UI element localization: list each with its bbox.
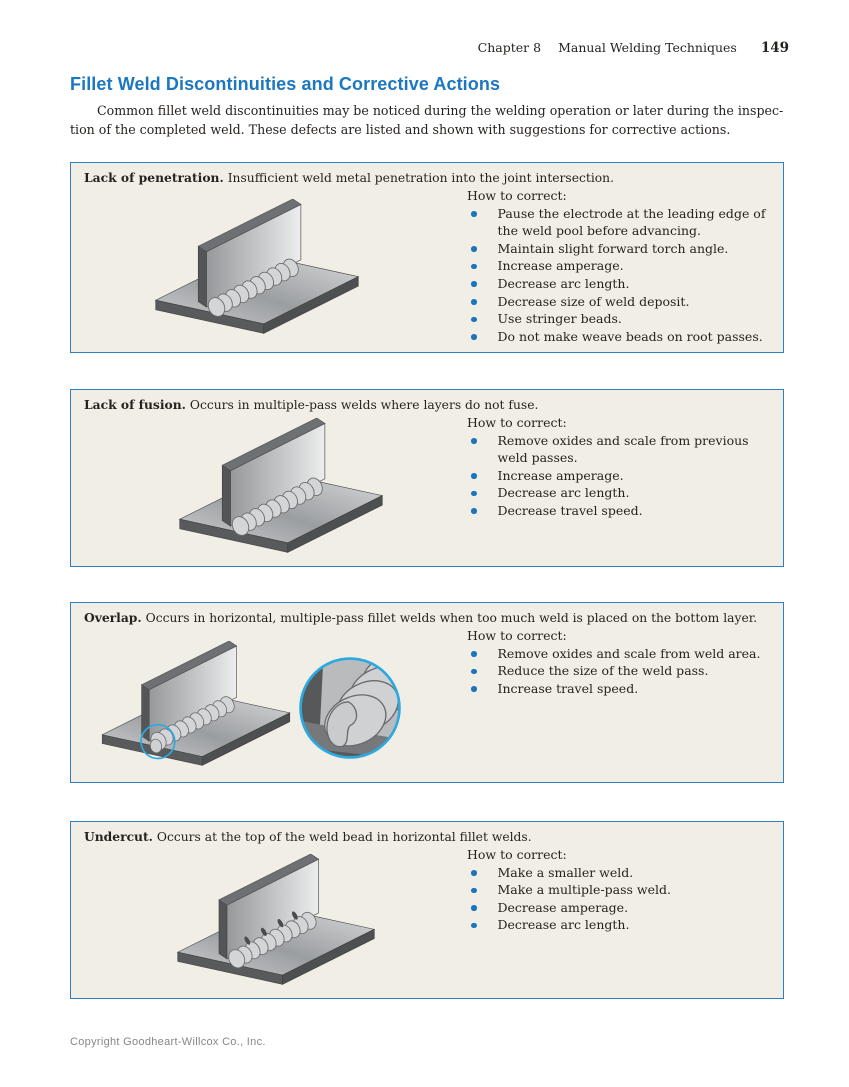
bullet-dot-icon xyxy=(471,870,477,876)
copyright-notice: Copyright Goodheart-Willcox Co., Inc. xyxy=(70,1036,266,1048)
bullet-dot-icon xyxy=(471,299,477,305)
t-joint-weld-illustration xyxy=(149,198,365,338)
corrections-list: Make a smaller weld. Make a multiple-pass… xyxy=(467,864,769,934)
defect-term-line: Lack of fusion. Occurs in multiple-pass … xyxy=(71,390,783,414)
panel-undercut: Undercut. Occurs at the top of the weld … xyxy=(70,821,784,999)
correction-item: Increase amperage. xyxy=(467,467,769,485)
bullet-dot-icon xyxy=(471,668,477,675)
correction-text: Decrease arc length. xyxy=(497,275,630,291)
defect-term: Lack of penetration. xyxy=(84,170,224,185)
bullet-dot-icon xyxy=(471,281,477,287)
bullet-dot-icon xyxy=(471,473,477,479)
correction-text: Increase amperage. xyxy=(497,258,624,274)
correction-item: Decrease amperage. xyxy=(467,899,769,917)
panel-lack-of-fusion: Lack of fusion. Occurs in multiple-pass … xyxy=(70,389,784,567)
page-number: 149 xyxy=(760,40,789,56)
correction-text: Make a multiple-pass weld. xyxy=(497,882,672,898)
correction-text: Decrease amperage. xyxy=(497,899,629,915)
magnified-overlap-inset xyxy=(297,655,403,765)
how-to-correct-label: How to correct: xyxy=(467,415,567,430)
corrections-list: Pause the electrode at the leading edge … xyxy=(467,205,769,346)
bullet-dot-icon xyxy=(471,263,477,270)
section-heading: Fillet Weld Discontinuities and Correcti… xyxy=(70,74,501,94)
bullet-dot-icon xyxy=(471,246,477,252)
correction-text: Reduce the size of the weld pass. xyxy=(497,663,709,679)
correction-text: Decrease arc length. xyxy=(497,485,630,501)
t-joint-weld-illustration xyxy=(173,417,389,557)
corrections-list: Remove oxides and scale from previous we… xyxy=(467,432,769,520)
bullet-dot-icon xyxy=(471,922,477,929)
bullet-dot-icon xyxy=(471,887,477,894)
correction-text: Use stringer beads. xyxy=(497,311,622,327)
correction-item: Decrease travel speed. xyxy=(467,502,769,520)
defect-term: Overlap. xyxy=(84,610,142,625)
correction-text: Increase travel speed. xyxy=(497,680,639,696)
panel-overlap: Overlap. Occurs in horizontal, multiple-… xyxy=(70,602,784,783)
correction-item: Use stringer beads. xyxy=(467,310,769,328)
defect-definition: Insufficient weld metal penetration into… xyxy=(227,171,615,185)
correction-item: Decrease arc length. xyxy=(467,275,769,293)
correction-text: Remove oxides and scale from previous we… xyxy=(497,432,749,466)
bullet-dot-icon xyxy=(471,651,477,657)
intro-line-1: Common fillet weld discontinuities may b… xyxy=(97,103,784,118)
corrections-column: How to correct: Remove oxides and scale … xyxy=(467,414,769,520)
intro-paragraph: Common fillet weld discontinuities may b… xyxy=(70,102,786,139)
panel-lack-of-penetration: Lack of penetration. Insufficient weld m… xyxy=(70,162,784,353)
defect-definition: Occurs in horizontal, multiple-pass fill… xyxy=(145,611,758,625)
chapter-label: Chapter 8 xyxy=(477,40,542,55)
how-to-correct-label: How to correct: xyxy=(467,188,567,203)
bullet-dot-icon xyxy=(471,316,477,323)
defect-term-line: Lack of penetration. Insufficient weld m… xyxy=(71,163,783,187)
bullet-dot-icon xyxy=(471,490,477,497)
defect-term: Undercut. xyxy=(84,829,153,844)
defect-term-line: Overlap. Occurs in horizontal, multiple-… xyxy=(71,603,783,627)
t-joint-weld-illustration-with-callout xyxy=(96,640,296,770)
how-to-correct-label: How to correct: xyxy=(467,628,567,643)
correction-text: Increase amperage. xyxy=(497,467,624,483)
corrections-column: How to correct: Make a smaller weld.Make… xyxy=(467,846,769,934)
bullet-dot-icon xyxy=(471,508,477,514)
bullet-dot-icon xyxy=(471,334,477,340)
defect-term: Lack of fusion. xyxy=(84,397,186,412)
defect-term-line: Undercut. Occurs at the top of the weld … xyxy=(71,822,783,846)
correction-item: Do not make weave beads on root passes. xyxy=(467,328,769,346)
correction-item: Make a smaller weld. xyxy=(467,864,769,882)
correction-text: Decrease travel speed. xyxy=(497,502,643,518)
correction-item: Remove oxides and scale from weld area. xyxy=(467,645,769,663)
correction-text: Decrease size of weld deposit. xyxy=(497,293,690,309)
correction-item: Decrease arc length. xyxy=(467,916,769,934)
defect-definition: Occurs in multiple-pass welds where laye… xyxy=(189,398,539,412)
correction-text: Do not make weave beads on root passes. xyxy=(497,328,763,344)
correction-item: Remove oxides and scale from previous we… xyxy=(467,432,769,467)
correction-item: Increase amperage. xyxy=(467,257,769,275)
book-section-label: Manual Welding Techniques xyxy=(558,40,737,55)
bullet-dot-icon xyxy=(471,438,477,444)
corrections-column: How to correct: Pause the electrode at t… xyxy=(467,187,769,345)
correction-text: Pause the electrode at the leading edge … xyxy=(497,205,766,239)
bullet-dot-icon xyxy=(471,211,477,217)
correction-item: Increase travel speed. xyxy=(467,680,769,698)
correction-text: Decrease arc length. xyxy=(497,917,630,933)
correction-item: Maintain slight forward torch angle. xyxy=(467,240,769,258)
bullet-dot-icon xyxy=(471,905,477,911)
correction-item: Make a multiple-pass weld. xyxy=(467,881,769,899)
how-to-correct-label: How to correct: xyxy=(467,847,567,862)
defect-definition: Occurs at the top of the weld bead in ho… xyxy=(156,830,532,844)
correction-item: Reduce the size of the weld pass. xyxy=(467,662,769,680)
corrections-column: How to correct: Remove oxides and scale … xyxy=(467,627,769,697)
correction-text: Remove oxides and scale from weld area. xyxy=(497,645,761,661)
correction-text: Maintain slight forward torch angle. xyxy=(497,240,729,256)
corrections-list: Remove oxides and scale from weld area. R… xyxy=(467,645,769,698)
bullet-dot-icon xyxy=(471,686,477,692)
running-head: Chapter 8 Manual Welding Techniques 149 xyxy=(478,40,789,56)
correction-item: Decrease arc length. xyxy=(467,484,769,502)
correction-text: Make a smaller weld. xyxy=(497,864,634,880)
intro-line-2: tion of the completed weld. These defect… xyxy=(70,121,731,137)
correction-item: Decrease size of weld deposit. xyxy=(467,293,769,311)
correction-item: Pause the electrode at the leading edge … xyxy=(467,205,769,240)
t-joint-weld-illustration-with-undercut xyxy=(171,853,381,989)
